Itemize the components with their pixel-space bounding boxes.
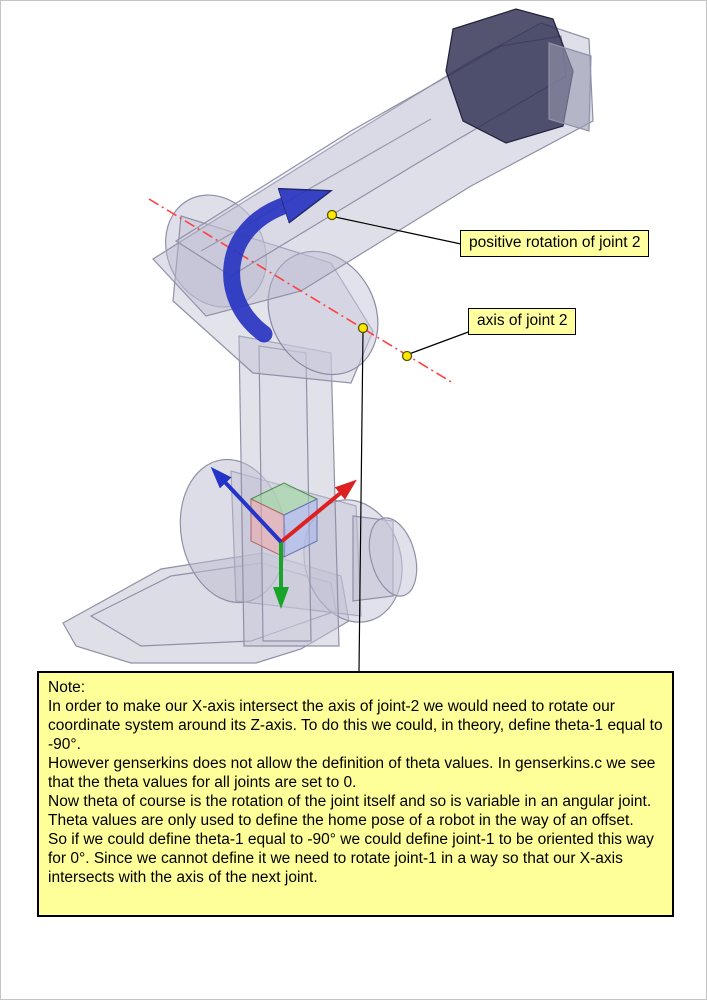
marker-dots <box>326 209 413 362</box>
rotation-arrow-icon <box>223 204 289 343</box>
note-paragraph: However genserkins does not allow the de… <box>48 755 656 791</box>
robot-arm <box>62 8 594 664</box>
note-title: Note: <box>48 679 86 696</box>
note-paragraph: In order to make our X-axis intersect th… <box>48 698 663 753</box>
robot-joint-2-cylinder <box>165 194 379 384</box>
marker-dot-axis-far <box>401 350 413 362</box>
robot-upper-arm <box>152 8 594 317</box>
leader-line-note <box>358 330 364 672</box>
note-paragraph: Now theta of course is the rotation of t… <box>48 793 652 829</box>
coordinate-frame <box>210 466 357 609</box>
leader-lines <box>334 216 472 672</box>
marker-dot-axis-near <box>357 322 369 334</box>
x-axis-arrow <box>279 479 357 544</box>
marker-dot-rotation <box>326 209 338 221</box>
note-box: Note: In order to make our X-axis inters… <box>37 671 674 917</box>
leader-line-axis <box>408 330 472 355</box>
callout-positive-rotation: positive rotation of joint 2 <box>460 230 650 257</box>
note-paragraph: So if we could define theta-1 equal to -… <box>48 831 654 886</box>
joint-2-axis-line <box>148 198 454 384</box>
leader-line-rotation <box>334 216 462 245</box>
z-axis-arrow <box>210 466 283 544</box>
callout-axis-of-joint-2: axis of joint 2 <box>468 308 577 335</box>
